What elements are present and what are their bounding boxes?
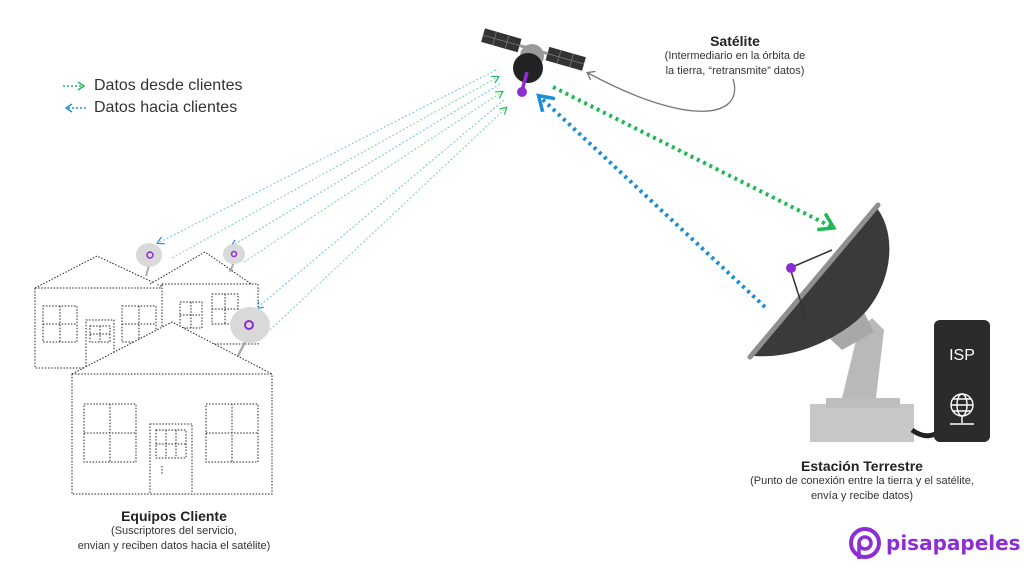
legend-label-from-clients: Datos desde clientes [94,77,243,94]
pisapapeles-logo-icon [849,527,881,559]
client-houses [34,251,273,495]
downlink-line-1 [158,69,497,243]
ground-station-dish-icon [747,202,946,442]
clients-title: Equipos Cliente [121,508,227,524]
brand-name: pisapapeles [886,531,1021,555]
satellite-desc-line1: (Intermediario en la órbita de [664,50,806,62]
ground-station-label: Estación Terrestre (Punto de conexión en… [734,458,990,504]
house-3 [71,321,273,495]
satellite-desc-line2: la tierra, “retransmite” datos) [665,65,805,77]
client-dish-2 [223,244,245,273]
brand-logo: pisapapeles [848,526,1021,560]
ground-station-desc-line1: (Punto de conexión entre la tierra y el … [750,475,974,487]
clients-label: Equipos Cliente (Suscriptores del servic… [58,508,290,554]
ground-station-desc-line2: envía y recibe datos) [810,490,914,502]
uplink-line-2 [243,92,502,263]
globe-icon [950,393,974,425]
client-dish-1 [136,243,162,277]
clients-desc-line2: envian y reciben datos hacia el satélite… [77,540,271,552]
client-dish-3 [230,307,270,357]
satellite-title: Satélite [710,33,760,49]
ground-station-title: Estación Terrestre [801,458,923,474]
legend: Datos desde clientes Datos hacia cliente… [62,75,243,119]
downlink-from-ground-station [536,93,767,309]
downlink-line-3 [257,99,505,308]
client-links [158,69,506,331]
satellite-label: Satélite (Intermediario en la órbita de … [640,33,830,79]
green-dotted-arrow-icon [63,81,86,91]
satellite-pointer-arrow [588,73,736,112]
blue-dotted-arrow-icon [64,103,87,113]
downlink-line-2 [232,83,501,246]
clients-desc-line1: (Suscriptores del servicio, [111,525,237,537]
satellite-icon [481,28,586,97]
house-1 [34,255,166,369]
isp-server-icon [934,320,990,442]
uplink-line-3 [269,108,506,331]
legend-item-to-clients: Datos hacia clientes [62,97,243,119]
legend-label-to-clients: Datos hacia clientes [94,99,238,116]
isp-label: ISP [949,347,975,364]
uplink-to-ground-station [552,85,837,232]
legend-item-from-clients: Datos desde clientes [62,75,243,97]
